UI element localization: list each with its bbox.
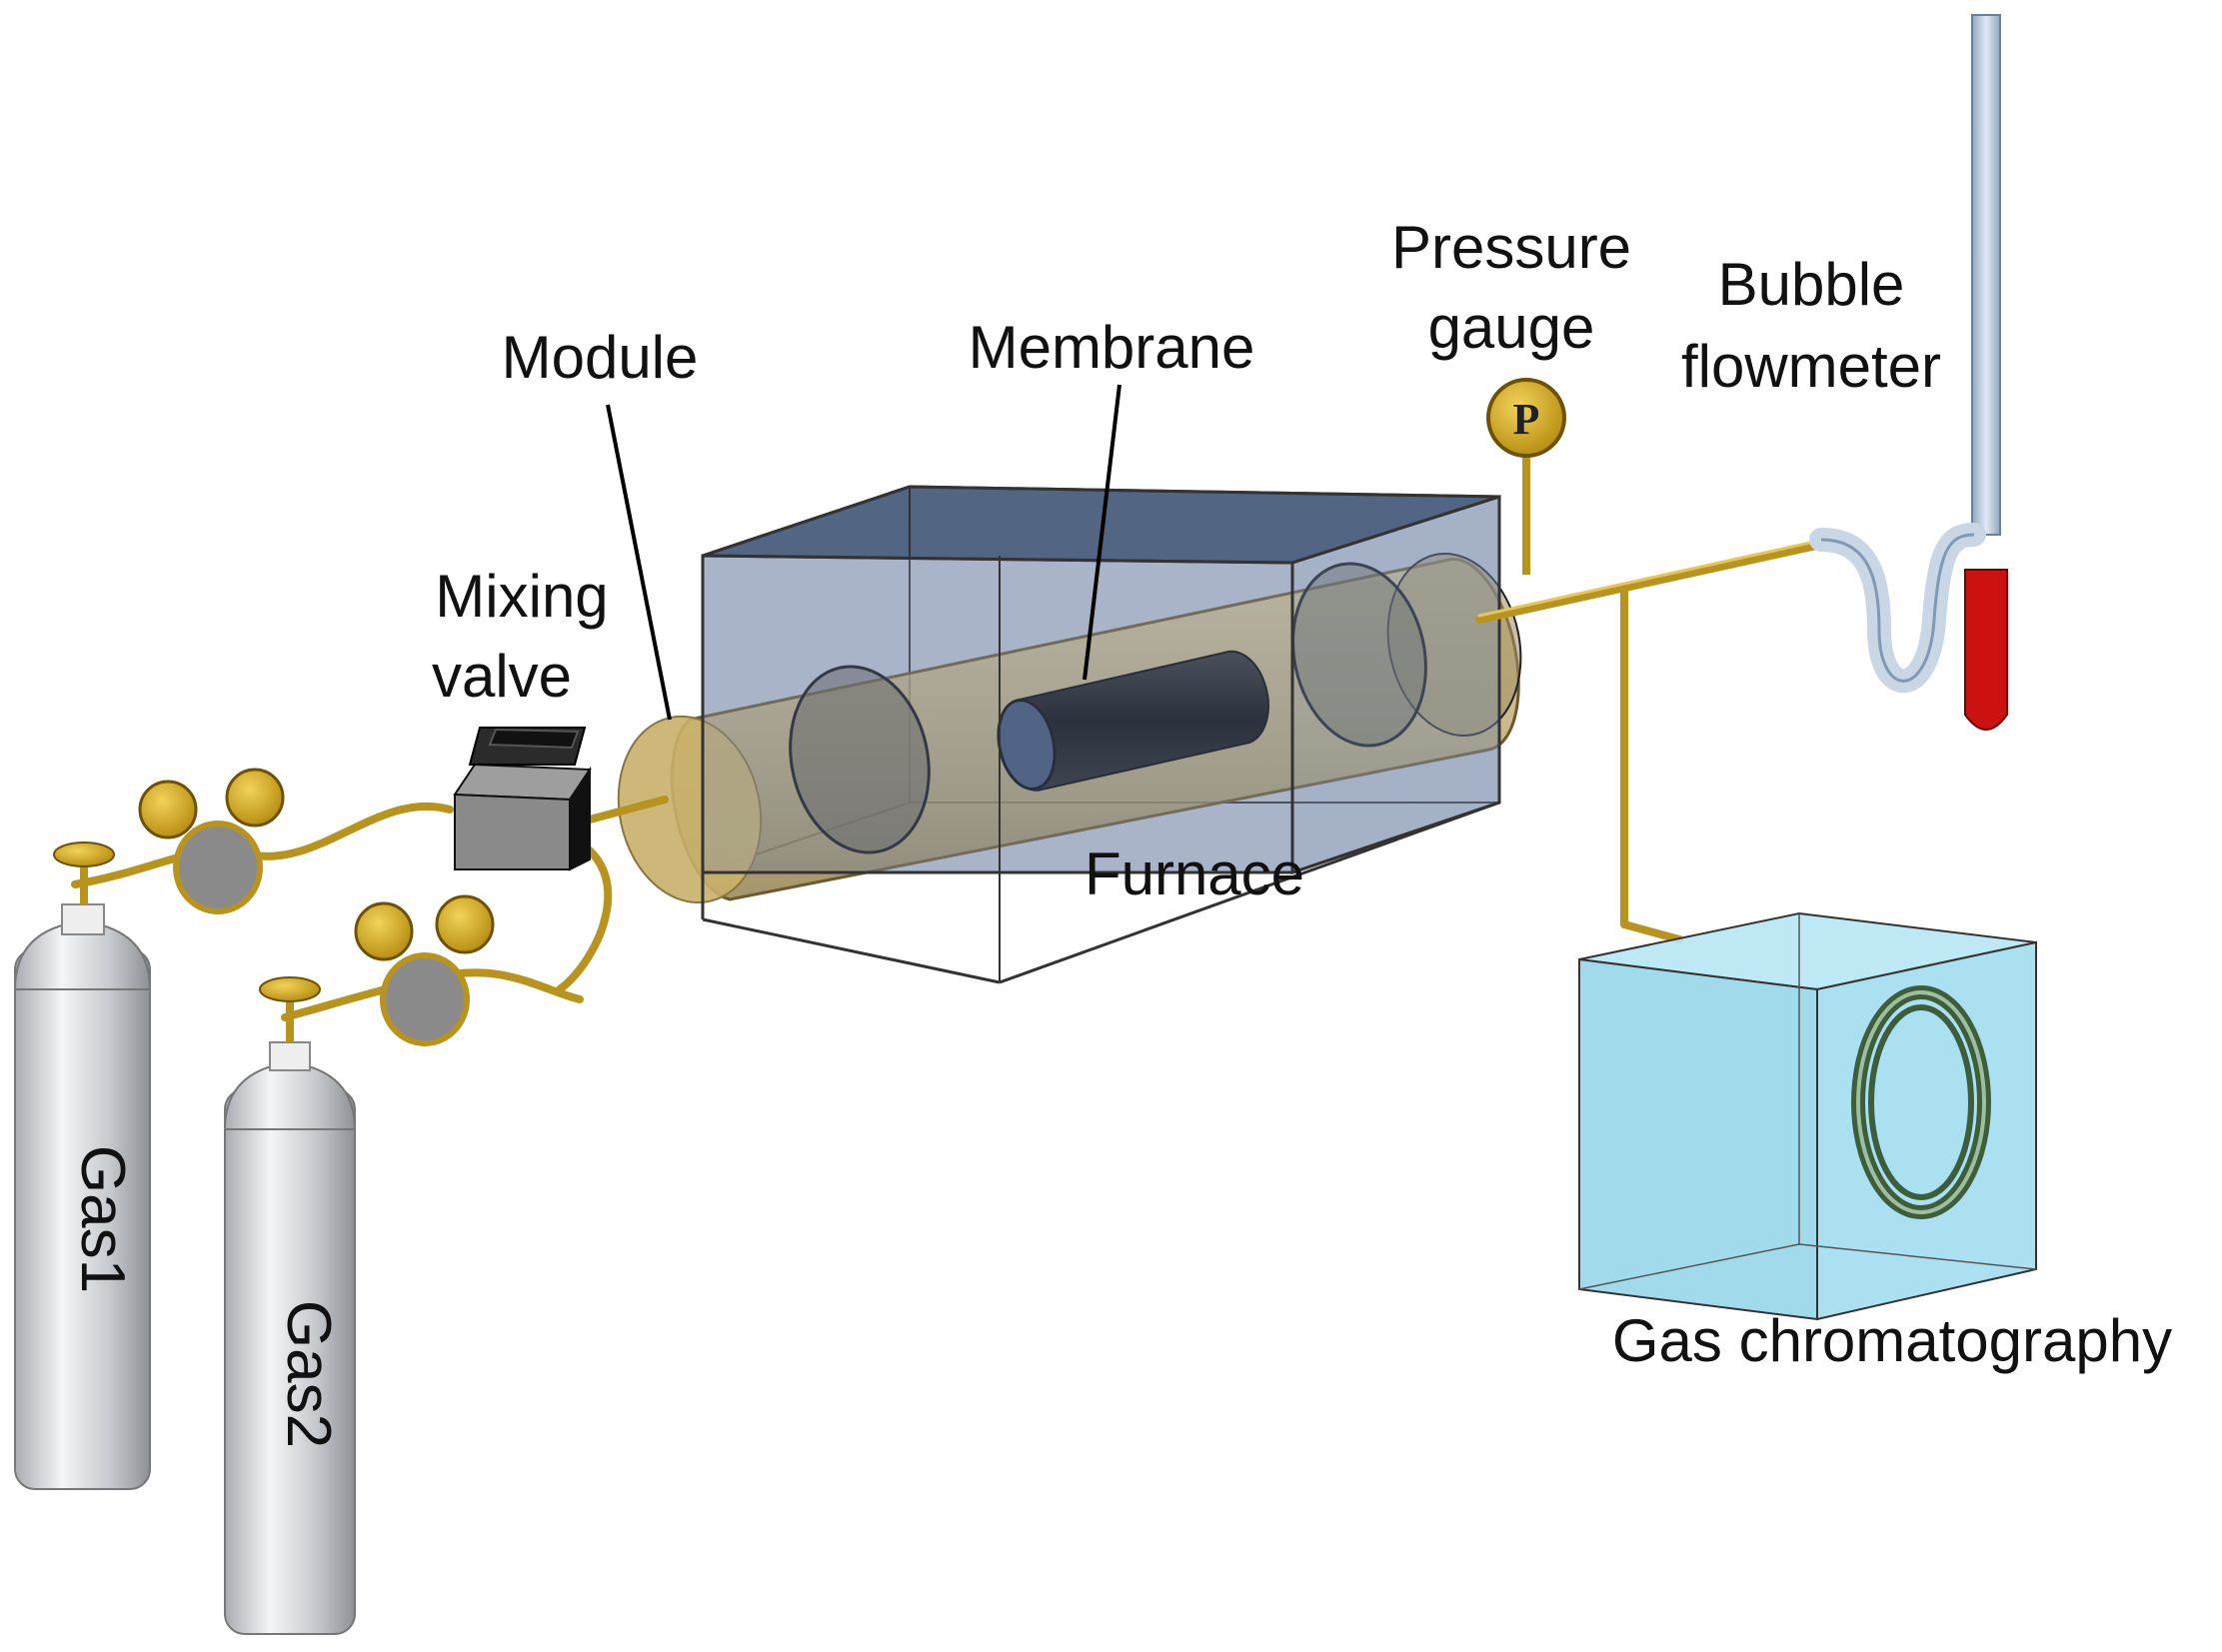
bubble-flowmeter-label-line1: Bubble: [1718, 251, 1905, 318]
bubble-flowmeter: [1809, 14, 2008, 731]
gas-chromatography-label: Gas chromatography: [1612, 1307, 2172, 1374]
gas2-label: Gas2: [274, 1300, 343, 1448]
module-label: Module: [502, 324, 699, 391]
mixing-valve-label-line2: valve: [432, 643, 572, 710]
pressure-gauge-label-line2: gauge: [1428, 294, 1595, 361]
membrane-leader-line: [1083, 384, 1121, 681]
furnace-front-face: [701, 494, 1501, 984]
regulator-1: [138, 768, 285, 914]
gas-cylinder-1: Gas1: [13, 841, 152, 1490]
module-leader-line: [606, 404, 672, 721]
membrane-label: Membrane: [969, 314, 1255, 381]
pressure-gauge: P: [1486, 378, 1566, 575]
mixing-valve-label-line1: Mixing: [435, 563, 608, 630]
furnace-label: Furnace: [1085, 840, 1304, 907]
bubble-flowmeter-label-line2: flowmeter: [1681, 333, 1941, 400]
gas-cylinder-2: Gas2: [223, 976, 357, 1635]
pressure-gauge-label-line1: Pressure: [1391, 214, 1631, 281]
gas1-label: Gas1: [68, 1145, 137, 1293]
mixing-valve: [453, 727, 592, 871]
pressure-gauge-symbol: P: [1513, 395, 1540, 444]
regulator-2: [354, 894, 495, 1046]
gas-chromatograph: [1578, 911, 2037, 1321]
